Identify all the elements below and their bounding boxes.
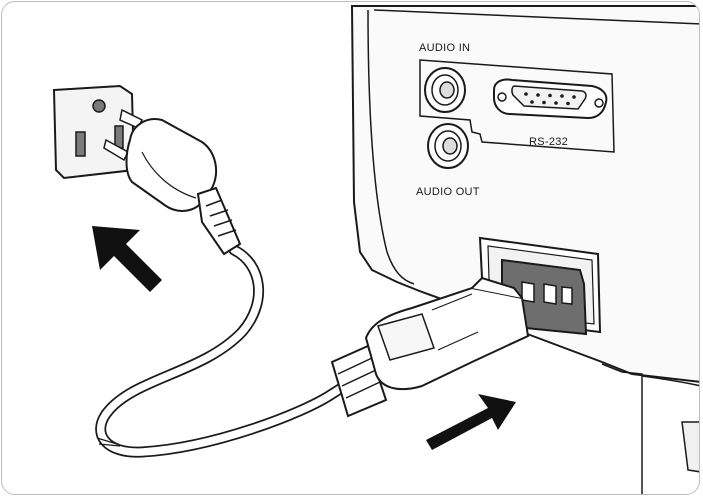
audio-in-jack[interactable] xyxy=(424,67,466,113)
audio-in-label: AUDIO IN xyxy=(419,42,471,54)
audio-out-jack[interactable] xyxy=(427,123,469,169)
arrow-icon xyxy=(92,226,516,450)
wall-outlet-icon xyxy=(52,84,136,180)
iec-connector-icon[interactable] xyxy=(330,276,530,418)
plug-icon[interactable] xyxy=(103,108,242,256)
audio-out-label: AUDIO OUT xyxy=(416,186,480,198)
power-cord-icon xyxy=(95,244,360,458)
rs232-port[interactable] xyxy=(493,78,608,120)
rs232-label: RS-232 xyxy=(529,136,569,148)
io-panel xyxy=(419,59,615,153)
